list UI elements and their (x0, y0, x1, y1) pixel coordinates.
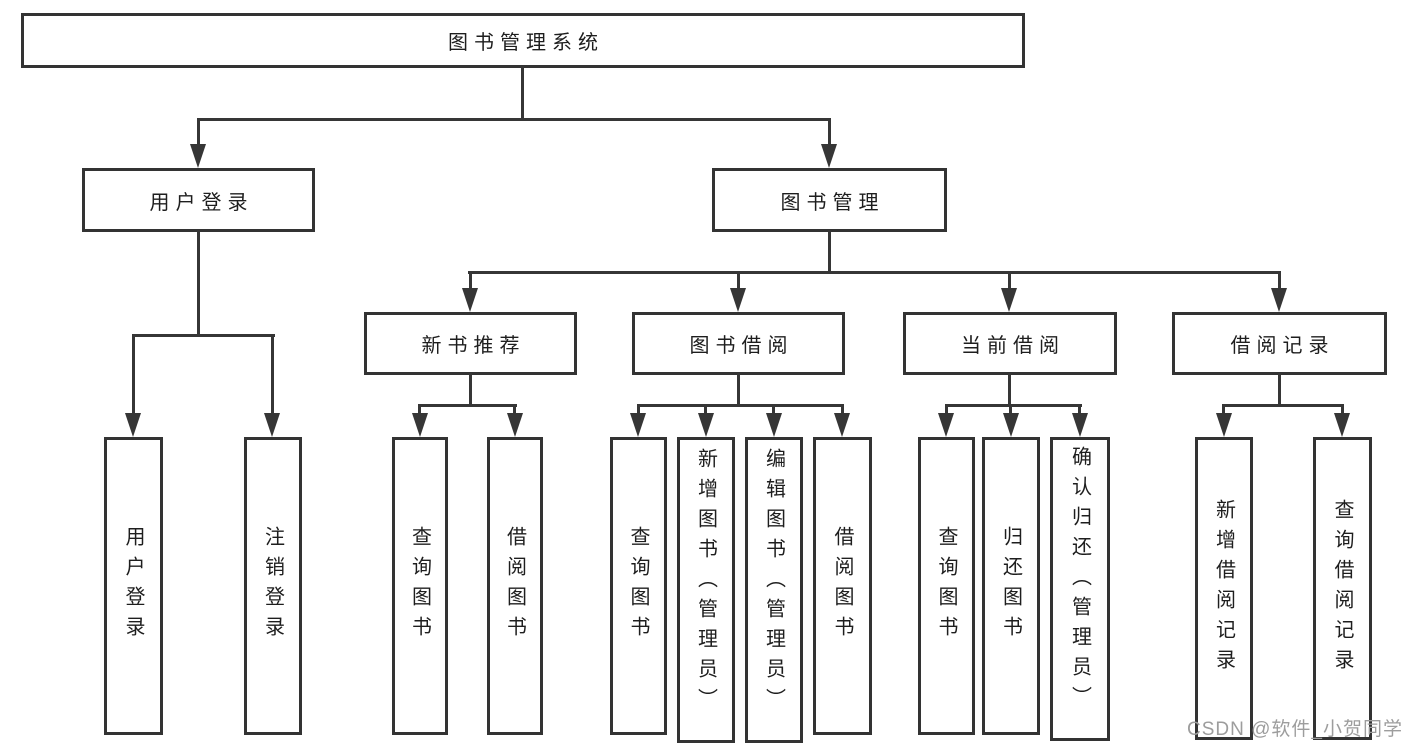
edge-current-borrowing-crossbar (945, 404, 1082, 407)
edge-to-user-login (197, 118, 200, 146)
edge-to-leaf (1341, 404, 1344, 415)
node-new-book-recommendation: 新书推荐 (364, 312, 577, 375)
csdn-watermark: CSDN @软件_小贺同学 (1187, 719, 1403, 740)
edge-root-crossbar (197, 118, 831, 121)
edge-current-borrowing-stem (1008, 373, 1011, 406)
edge-borrowing-records-crossbar (1222, 404, 1344, 407)
arrowhead-down-icon (1271, 288, 1287, 312)
edge-user-login-crossbar (132, 334, 275, 337)
edge-to-leaf (841, 404, 844, 415)
edge-to-leaf (1078, 404, 1081, 415)
edge-to-new-book (469, 271, 472, 290)
leaf-user-login: 用户登录 (104, 437, 163, 735)
arrowhead-down-icon (730, 288, 746, 312)
edge-to-leaf (418, 404, 421, 415)
edge-to-leaf-logout (271, 334, 274, 415)
arrowhead-down-icon (938, 413, 954, 437)
leaf-add-book-admin: 新增图书（管理员） (677, 437, 735, 743)
edge-book-management-crossbar (468, 271, 1281, 274)
leaf-query-books-recommend: 查询图书 (392, 437, 448, 735)
arrowhead-down-icon (1334, 413, 1350, 437)
leaf-return-book: 归还图书 (982, 437, 1040, 735)
arrowhead-down-icon (766, 413, 782, 437)
leaf-logout: 注销登录 (244, 437, 302, 735)
arrowhead-down-icon (698, 413, 714, 437)
arrowhead-down-icon (264, 413, 280, 437)
edge-to-leaf (704, 404, 707, 415)
edge-root-stem (521, 66, 524, 120)
leaf-confirm-return-admin: 确认归还（管理员） (1050, 437, 1110, 741)
arrowhead-down-icon (630, 413, 646, 437)
edge-borrowing-records-stem (1278, 373, 1281, 406)
node-book-borrowing: 图书借阅 (632, 312, 845, 375)
edge-book-management-stem (828, 230, 831, 274)
arrowhead-down-icon (821, 144, 837, 168)
edge-to-leaf (945, 404, 948, 415)
leaf-query-borrow-record: 查询借阅记录 (1313, 437, 1372, 740)
edge-user-login-stem (197, 230, 200, 336)
edge-to-leaf (1009, 404, 1012, 415)
arrowhead-down-icon (125, 413, 141, 437)
edge-to-borrowing-records (1278, 271, 1281, 290)
node-book-management: 图书管理 (712, 168, 947, 232)
node-current-borrowing: 当前借阅 (903, 312, 1117, 375)
arrowhead-down-icon (1001, 288, 1017, 312)
leaf-borrow-books: 借阅图书 (813, 437, 872, 735)
edge-to-leaf (637, 404, 640, 415)
node-user-login: 用户登录 (82, 168, 315, 232)
edge-to-book-management (828, 118, 831, 146)
arrowhead-down-icon (462, 288, 478, 312)
edge-to-leaf (772, 404, 775, 415)
arrowhead-down-icon (1072, 413, 1088, 437)
edge-book-borrowing-crossbar (637, 404, 844, 407)
leaf-query-books-current: 查询图书 (918, 437, 975, 735)
arrowhead-down-icon (1003, 413, 1019, 437)
leaf-edit-book-admin: 编辑图书（管理员） (745, 437, 803, 743)
leaf-borrow-books-recommend: 借阅图书 (487, 437, 543, 735)
edge-to-leaf-user-login (132, 334, 135, 415)
node-library-management-system: 图书管理系统 (21, 13, 1025, 68)
edge-to-leaf (513, 404, 516, 415)
edge-to-book-borrowing (737, 271, 740, 290)
arrowhead-down-icon (190, 144, 206, 168)
edge-book-borrowing-stem (737, 373, 740, 406)
arrowhead-down-icon (507, 413, 523, 437)
edge-new-book-crossbar (418, 404, 517, 407)
edge-to-current-borrowing (1008, 271, 1011, 290)
arrowhead-down-icon (1216, 413, 1232, 437)
leaf-add-borrow-record: 新增借阅记录 (1195, 437, 1253, 740)
arrowhead-down-icon (412, 413, 428, 437)
arrowhead-down-icon (834, 413, 850, 437)
edge-to-leaf (1222, 404, 1225, 415)
edge-new-book-stem (469, 373, 472, 406)
leaf-query-books-borrow: 查询图书 (610, 437, 667, 735)
node-borrowing-records: 借阅记录 (1172, 312, 1387, 375)
